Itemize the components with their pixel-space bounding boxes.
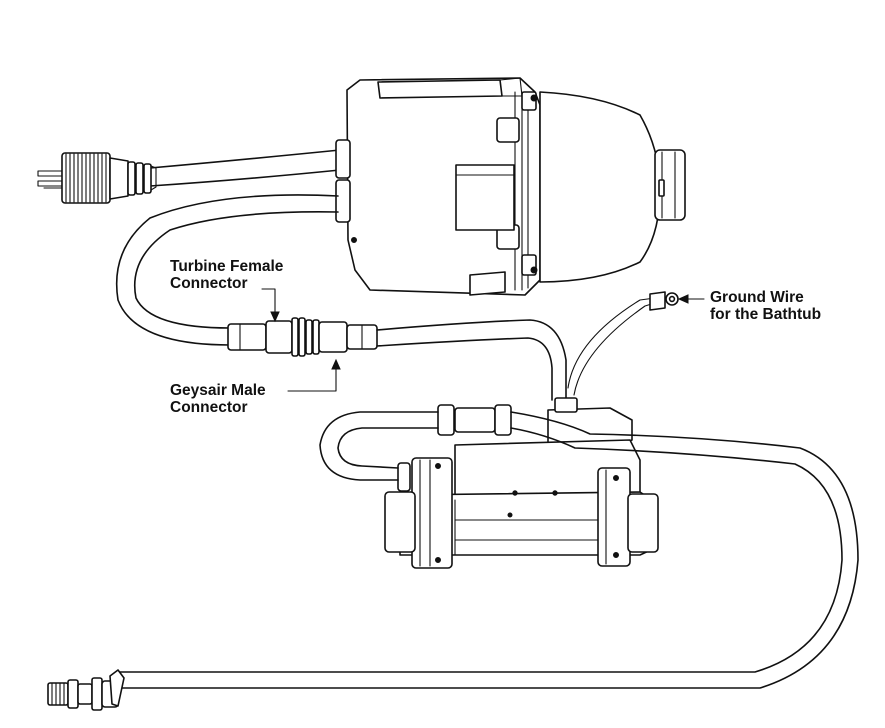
electrical-plug (37, 152, 157, 204)
power-cord (149, 149, 341, 187)
geysair-male-connector-label: Geysair Male Connector (170, 382, 266, 416)
turbine-female-line1: Turbine Female (170, 258, 284, 275)
turbine-cord (115, 194, 339, 346)
heater-assembly (384, 397, 659, 569)
heater-cord (376, 319, 567, 401)
ground-wire-line1: Ground Wire (710, 289, 804, 306)
inline-connector (227, 317, 378, 357)
leader-turbine-female (261, 288, 280, 323)
geysair-male-line2: Connector (170, 399, 248, 416)
air-hose-loop (319, 411, 439, 481)
turbine-female-connector-label: Turbine Female Connector (170, 258, 283, 292)
ground-wire (567, 291, 679, 396)
leader-geysair-male (287, 358, 341, 392)
turbine-female-line2: Connector (170, 275, 248, 292)
geysair-male-line1: Geysair Male (170, 382, 266, 399)
ground-wire-line2: for the Bathtub (710, 306, 822, 323)
bottom-threaded-fitting (47, 669, 125, 711)
leader-ground-wire (677, 294, 705, 304)
blower-motor (335, 77, 686, 296)
return-hose (117, 411, 859, 689)
ground-wire-label: Ground Wire for the Bathtub (710, 289, 821, 323)
pipe-fitting (397, 404, 512, 492)
